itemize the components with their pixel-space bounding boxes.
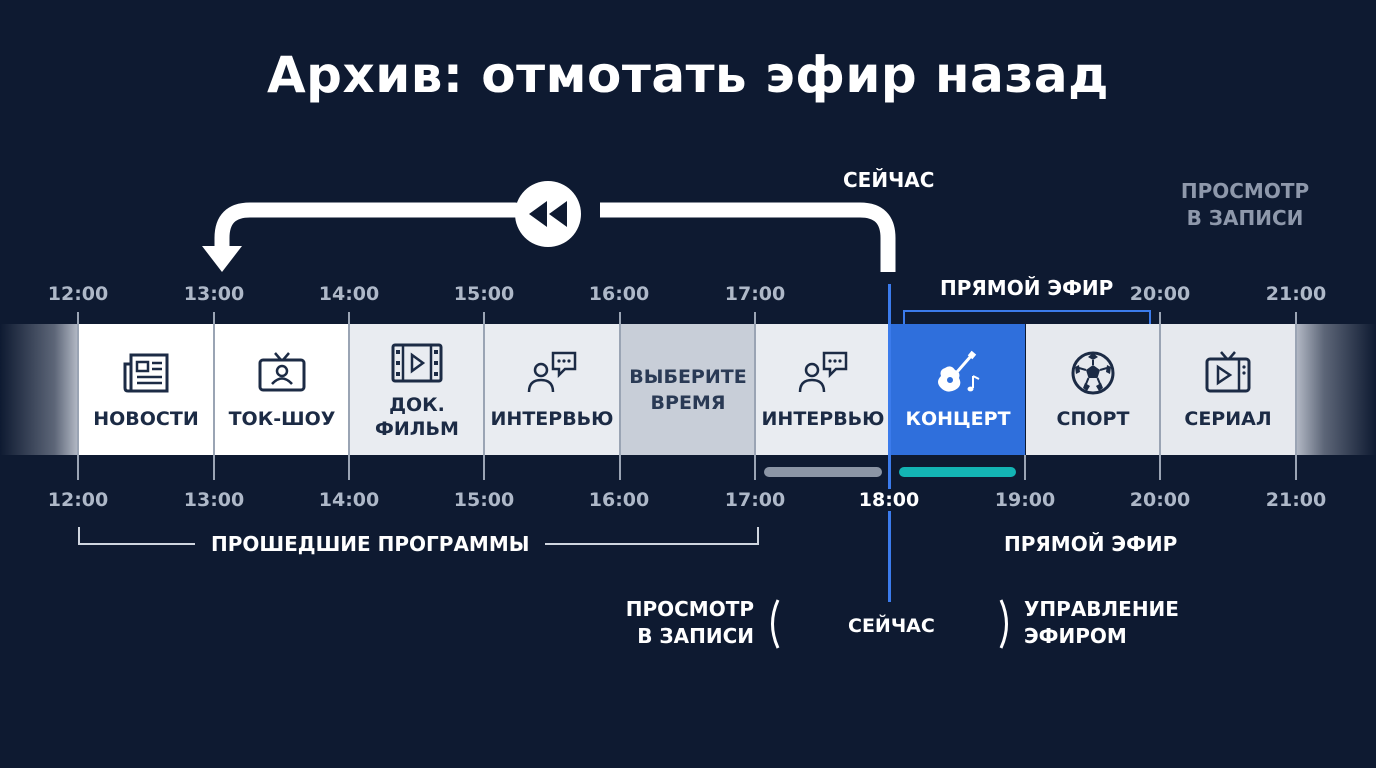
guitar-icon [938,350,980,392]
tick-top-1400: 14:00 [318,283,380,305]
tick-bottom-1600: 16:00 [588,489,650,511]
now-top-label: СЕЙЧАС [843,168,935,192]
past-programs-label: ПРОШЕДШИЕ ПРОГРАММЫ [195,532,546,556]
program-interview-1[interactable]: ИНТЕРВЬЮ [485,324,619,455]
program-talk-show-label: ТОК-ШОУ [228,407,336,430]
hour-line-1500 [483,312,485,480]
newspaper-icon [123,353,169,392]
program-news-label: НОВОСТИ [93,407,199,430]
hour-line-1600 [619,312,621,480]
film-icon [391,343,443,382]
tick-bottom-1300: 13:00 [183,489,245,511]
tick-top-1600: 16:00 [588,283,650,305]
live-progress-bar [899,467,1016,477]
hour-line-2100 [1295,312,1297,480]
interview-icon [527,351,577,392]
tick-top-1500: 15:00 [453,283,515,305]
now-line[interactable] [888,284,891,602]
hour-line-1400 [348,312,350,480]
program-sport[interactable]: СПОРТ [1026,324,1160,455]
interview-icon [798,351,848,392]
tick-top-1700: 17:00 [724,283,786,305]
watch-recorded-bottom-label[interactable]: ПРОСМОТР В ЗАПИСИ [625,597,754,648]
program-documentary-label: ДОК. ФИЛЬМ [375,393,459,440]
hour-line-1300 [213,312,215,480]
rewind-button[interactable] [515,181,581,247]
hour-line-1700 [754,312,756,480]
tick-top-1300: 13:00 [183,283,245,305]
tick-bottom-1500: 15:00 [453,489,515,511]
program-news[interactable]: НОВОСТИ [79,324,213,455]
tick-bottom-2000: 20:00 [1129,489,1191,511]
program-sport-label: СПОРТ [1056,407,1130,430]
program-concert-live[interactable]: КОНЦЕРТ [891,324,1025,455]
tick-bottom-1200: 12:00 [47,489,109,511]
watch-recorded-top-label: ПРОСМОТР В ЗАПИСИ [1180,179,1310,230]
hour-line-1900 [1024,455,1026,480]
live-top-bracket [903,310,1151,324]
tick-top-2100: 21:00 [1265,283,1327,305]
talk-show-tv-icon [258,351,306,391]
tick-top-2000: 20:00 [1129,283,1191,305]
live-top-label: ПРЯМОЙ ЭФИР [940,276,1114,300]
program-interview-1-label: ИНТЕРВЬЮ [490,407,614,430]
recorded-progress-bar [764,467,882,477]
program-series-label: СЕРИАЛ [1184,407,1272,430]
select-time-label: ВЫБЕРИТЕ ВРЕМЯ [629,365,747,414]
select-time-slot[interactable]: ВЫБЕРИТЕ ВРЕМЯ [621,324,755,455]
program-documentary[interactable]: ДОК. ФИЛЬМ [350,324,484,455]
program-interview-2[interactable]: ИНТЕРВЬЮ [756,324,890,455]
tv-play-icon [1205,350,1251,392]
tick-bottom-1800: 18:00 [849,489,929,511]
rewind-icon [529,201,567,227]
chevron-left-icon [771,599,780,649]
rewind-arrow [202,202,896,272]
hour-line-1200 [77,312,79,480]
timeline-fade-right [1296,324,1376,455]
chevron-right-icon [999,599,1008,649]
tick-bottom-2100: 21:00 [1265,489,1327,511]
program-talk-show[interactable]: ТОК-ШОУ [215,324,349,455]
program-interview-2-label: ИНТЕРВЬЮ [761,407,885,430]
page-title: Архив: отмотать эфир назад [266,46,1110,104]
tick-bottom-1700: 17:00 [724,489,786,511]
soccer-ball-icon [1071,351,1115,394]
program-concert-label: КОНЦЕРТ [905,407,1011,430]
hour-line-2000 [1159,312,1161,480]
live-bottom-label: ПРЯМОЙ ЭФИР [1004,532,1178,556]
control-live-label[interactable]: УПРАВЛЕНИЕ ЭФИРОМ [1024,597,1179,648]
now-bottom-label: СЕЙЧАС [848,613,935,639]
tick-bottom-1400: 14:00 [318,489,380,511]
tick-top-1200: 12:00 [47,283,109,305]
program-series[interactable]: СЕРИАЛ [1161,324,1295,455]
timeline-fade-left [0,324,78,455]
tick-bottom-1900: 19:00 [994,489,1056,511]
